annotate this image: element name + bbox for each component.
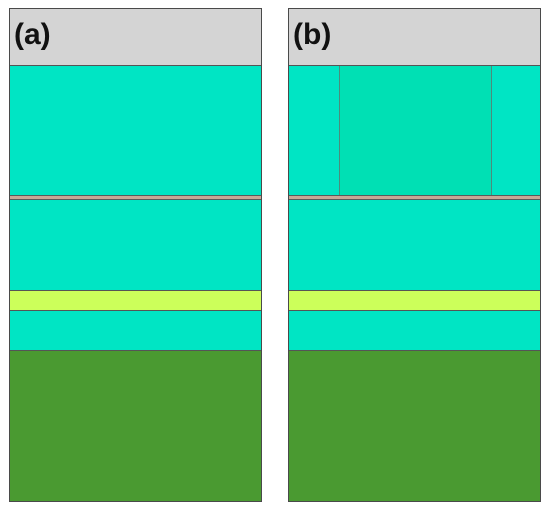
cyan-lower-layer	[289, 311, 540, 351]
yellow-layer	[10, 291, 261, 311]
panel-b: (b)	[288, 8, 541, 502]
header-band: (b)	[289, 9, 540, 66]
yellow-layer	[289, 291, 540, 311]
header-band: (a)	[10, 9, 261, 66]
thin-interlayer	[289, 195, 540, 200]
green-substrate	[10, 351, 261, 501]
thin-interlayer	[10, 195, 261, 200]
inner-block	[339, 66, 492, 195]
panel-a: (a)	[9, 8, 262, 502]
green-substrate	[289, 351, 540, 501]
cyan-lower-layer	[10, 311, 261, 351]
cyan-top-layer	[10, 66, 261, 195]
panel-label: (a)	[14, 18, 51, 51]
panel-label: (b)	[293, 18, 332, 51]
cyan-middle-layer	[289, 200, 540, 291]
cyan-middle-layer	[10, 200, 261, 291]
